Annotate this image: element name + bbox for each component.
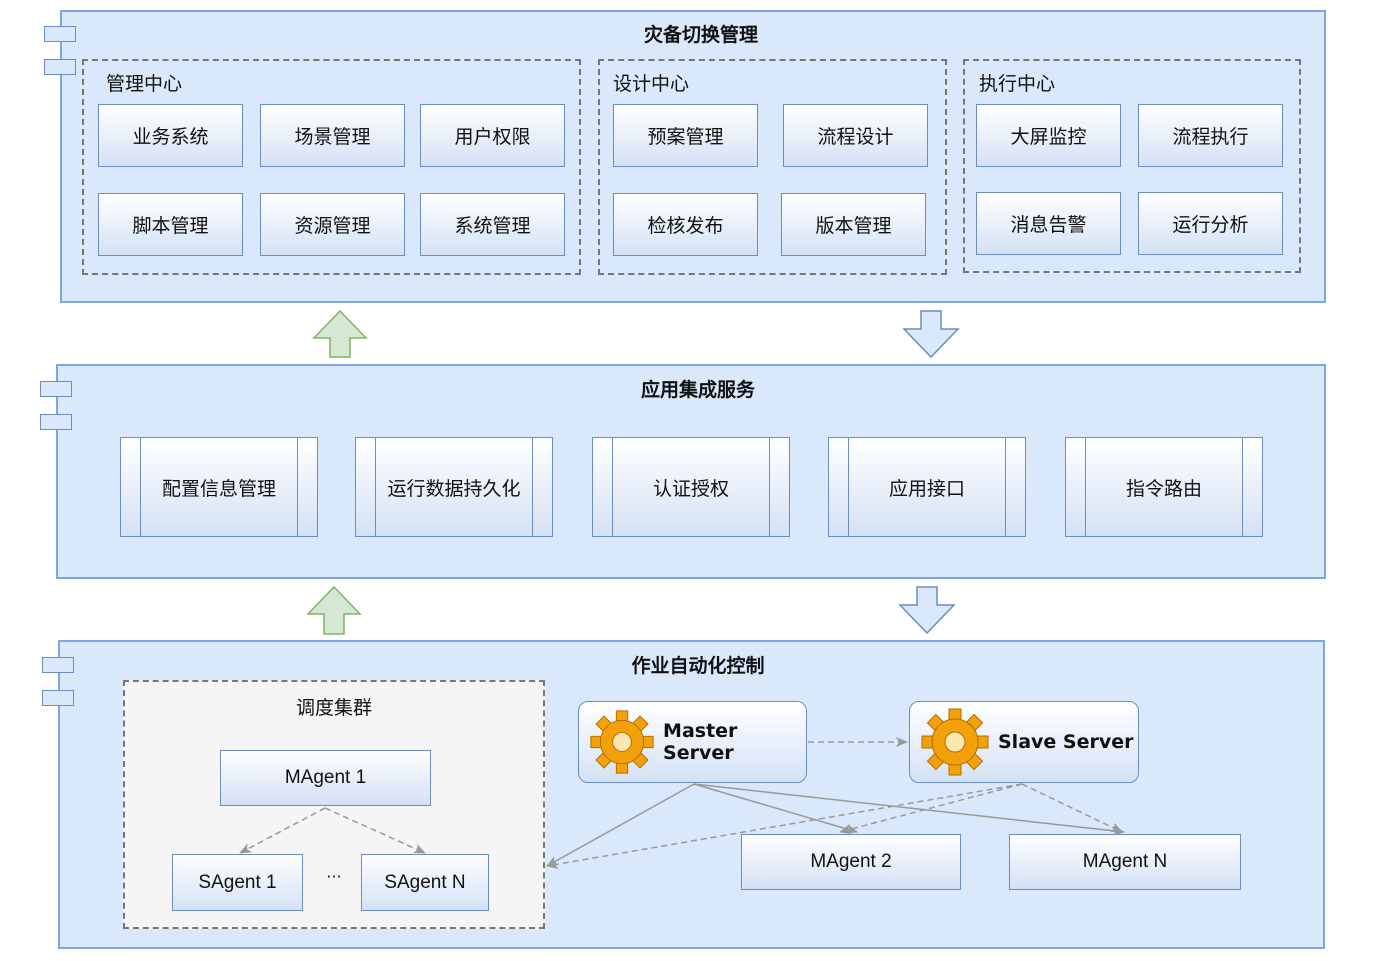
process-bar-left (829, 438, 849, 536)
service-label: 配置信息管理 (161, 477, 276, 500)
module-box[interactable]: 业务系统 (98, 104, 243, 167)
process-bar-left (121, 438, 141, 536)
gear-icon (921, 708, 989, 776)
service-process-box[interactable]: 运行数据持久化 (355, 437, 553, 537)
group-title: 调度集群 (295, 697, 372, 719)
module-box[interactable]: 预案管理 (613, 104, 758, 167)
ellipsis-label: ··· (326, 867, 342, 886)
sagent-1-node[interactable]: SAgent 1 (172, 854, 303, 911)
service-process-box[interactable]: 应用接口 (828, 437, 1026, 537)
module-box[interactable]: 系统管理 (420, 193, 565, 256)
connector-line (546, 783, 1023, 870)
connector-line (693, 783, 858, 834)
component-tab-icon (42, 657, 74, 673)
magent-1-node[interactable]: MAgent 1 (220, 750, 431, 806)
service-label: 指令路由 (1125, 477, 1202, 500)
service-label: 认证授权 (652, 477, 729, 500)
service-process-box[interactable]: 指令路由 (1065, 437, 1263, 537)
module-box[interactable]: 大屏监控 (976, 104, 1121, 167)
master-server-node[interactable]: Master Server (578, 701, 807, 783)
service-process-box[interactable]: 配置信息管理 (120, 437, 318, 537)
module-box[interactable]: 流程执行 (1138, 104, 1283, 167)
process-bar-right (532, 438, 552, 536)
down-arrow-icon (898, 586, 956, 635)
component-tab-icon (40, 381, 72, 397)
module-box[interactable]: 资源管理 (260, 193, 405, 256)
process-bar-right (769, 438, 789, 536)
process-bar-left (593, 438, 613, 536)
layer-title: 应用集成服务 (640, 379, 755, 401)
process-bar-right (297, 438, 317, 536)
sagent-n-node[interactable]: SAgent N (361, 854, 489, 911)
module-box[interactable]: 运行分析 (1138, 192, 1283, 255)
slave-server-node[interactable]: Slave Server (909, 701, 1139, 783)
connector-line (693, 783, 1125, 836)
service-process-box[interactable]: 认证授权 (592, 437, 790, 537)
layer-title: 作业自动化控制 (631, 655, 765, 677)
component-tab-icon (44, 59, 76, 75)
module-box[interactable]: 版本管理 (781, 193, 926, 256)
up-arrow-icon (306, 585, 362, 635)
module-box[interactable]: 检核发布 (613, 193, 758, 256)
component-tab-icon (42, 690, 74, 706)
service-label: 运行数据持久化 (387, 477, 521, 500)
module-box[interactable]: 消息告警 (976, 192, 1121, 255)
connector-line (324, 807, 426, 854)
gear-icon (590, 710, 654, 774)
connector-line (239, 807, 326, 854)
group-title: 管理中心 (106, 73, 183, 95)
down-arrow-icon (902, 310, 960, 359)
up-arrow-icon (312, 309, 368, 358)
layer-title: 灾备切换管理 (643, 24, 758, 46)
process-bar-left (1066, 438, 1086, 536)
module-box[interactable]: 用户权限 (420, 104, 565, 167)
magent-2-node[interactable]: MAgent 2 (741, 834, 961, 890)
service-label: 应用接口 (888, 477, 965, 500)
connector-line (839, 783, 1023, 835)
connector-line (1021, 783, 1123, 833)
process-bar-left (356, 438, 376, 536)
server-label: Slave Server (998, 731, 1134, 753)
module-box[interactable]: 流程设计 (783, 104, 928, 167)
module-box[interactable]: 脚本管理 (98, 193, 243, 256)
component-tab-icon (40, 414, 72, 430)
group-title: 设计中心 (613, 73, 690, 95)
connector-line (546, 783, 695, 867)
process-bar-right (1242, 438, 1262, 536)
component-tab-icon (44, 26, 76, 42)
group-title: 执行中心 (979, 73, 1056, 95)
process-bar-right (1005, 438, 1025, 536)
server-label: Master Server (663, 720, 738, 764)
module-box[interactable]: 场景管理 (260, 104, 405, 167)
magent-n-node[interactable]: MAgent N (1009, 834, 1241, 890)
